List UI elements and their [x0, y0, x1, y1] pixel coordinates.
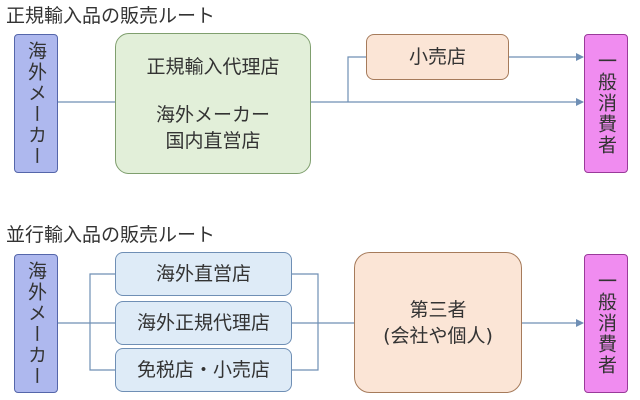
channel-box-dutyfree-retail: 免税店・小売店 — [115, 348, 292, 392]
agent-line3: 国内直営店 — [165, 129, 261, 152]
regular-agent-box: 正規輸入代理店 海外メーカー 国内直営店 — [115, 33, 311, 174]
regular-route-title: 正規輸入品の販売ルート — [6, 5, 216, 27]
regular-consumer-label: 一般消費者 — [595, 51, 617, 156]
parallel-manufacturer-label: 海外メーカー — [25, 260, 47, 387]
channel-label: 海外正規代理店 — [136, 312, 270, 334]
regular-manufacturer-box: 海外メーカー — [14, 34, 58, 173]
agent-line2: 海外メーカー — [155, 103, 270, 126]
channel-box-authorized-agent: 海外正規代理店 — [115, 301, 292, 345]
agent-line1: 正規輸入代理店 — [146, 55, 280, 78]
parallel-consumer-box: 一般消費者 — [584, 254, 628, 393]
third-party-line2: (会社や個人) — [383, 324, 493, 347]
retailer-label: 小売店 — [408, 46, 466, 68]
regular-consumer-box: 一般消費者 — [584, 34, 628, 173]
line-to-retailer — [347, 56, 366, 102]
regular-retailer-box: 小売店 — [366, 34, 509, 80]
third-party-box: 第三者 (会社や個人) — [354, 252, 522, 393]
third-party-line1: 第三者 — [409, 298, 467, 321]
bracket-left — [89, 273, 115, 371]
parallel-route-title: 並行輸入品の販売ルート — [6, 224, 216, 246]
parallel-consumer-label: 一般消費者 — [595, 271, 617, 376]
bracket-right — [292, 273, 319, 371]
channel-label: 免税店・小売店 — [136, 359, 270, 381]
channel-label: 海外直営店 — [155, 263, 251, 285]
parallel-manufacturer-box: 海外メーカー — [14, 254, 58, 393]
channel-box-direct-store: 海外直営店 — [115, 252, 292, 296]
regular-manufacturer-label: 海外メーカー — [25, 40, 47, 167]
